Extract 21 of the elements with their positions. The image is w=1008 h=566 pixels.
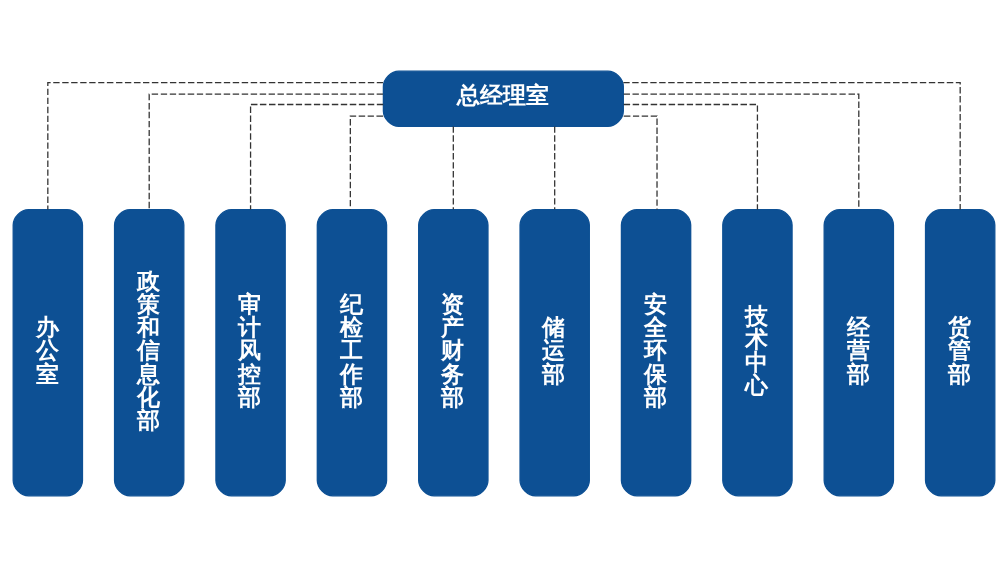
connector [554, 125, 556, 210]
node-box: 纪检工作部 [316, 208, 388, 496]
connector [623, 93, 860, 210]
connector [623, 103, 759, 210]
node-box: 储运部 [519, 208, 590, 496]
node-box: 办公室 [12, 208, 84, 496]
connector [148, 93, 384, 210]
node-box: 总经理室 [382, 70, 624, 127]
connector [249, 103, 384, 210]
node-box: 资产财务部 [418, 208, 489, 496]
connector [349, 114, 384, 210]
connector [622, 81, 961, 210]
connector [452, 125, 454, 210]
connector [47, 81, 384, 210]
connector [623, 114, 658, 210]
node-box: 审计风控部 [215, 208, 286, 496]
node-box: 政策和信息化部 [113, 208, 185, 496]
node-box: 安全环保部 [620, 208, 692, 496]
node-box: 经营部 [823, 208, 895, 496]
node-box: 技术中心 [722, 208, 793, 496]
node-box: 货管部 [924, 208, 996, 496]
